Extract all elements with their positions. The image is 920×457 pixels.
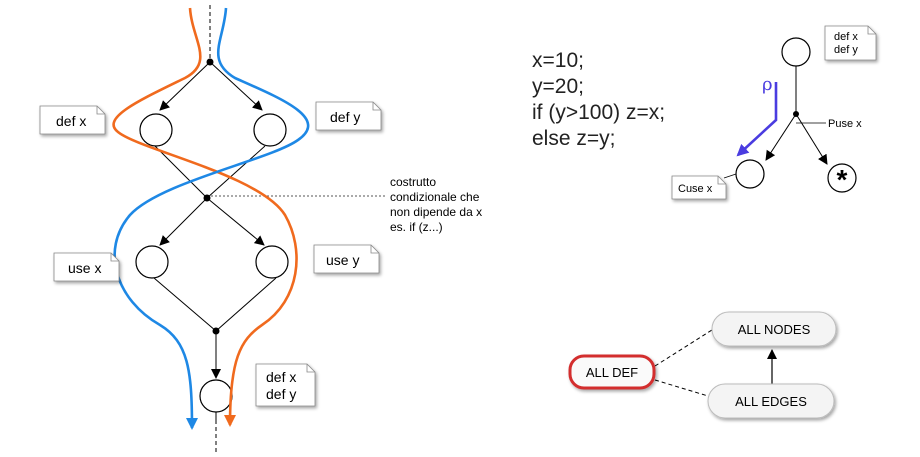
annotation-line-3: non dipende da x bbox=[390, 205, 483, 219]
note-right-def-y: def y bbox=[834, 44, 858, 56]
node-use-y bbox=[255, 245, 289, 279]
code-line-2: y=20; bbox=[532, 75, 584, 98]
right-node-star bbox=[827, 163, 857, 193]
note-def-y-text: def y bbox=[330, 109, 360, 125]
note-final-def-x-text: def x bbox=[266, 369, 296, 385]
edge-defx-merge bbox=[154, 145, 208, 199]
split-dot-2 bbox=[203, 194, 211, 202]
note-def-y bbox=[315, 101, 382, 131]
code-snippet: x=10; y=20; if (y>100) z=x; else z=y; bbox=[532, 48, 665, 152]
left-flow-graph: def x def y use x use y def x def y bbox=[39, 5, 385, 455]
annotation-line-1: costrutto bbox=[390, 175, 437, 189]
orange-path bbox=[112, 7, 298, 427]
note-def-x bbox=[39, 105, 106, 135]
node-def-x bbox=[139, 113, 173, 147]
rho-path bbox=[736, 82, 778, 157]
node-final-def bbox=[199, 379, 233, 413]
note-def-x-text: def x bbox=[56, 113, 86, 129]
code-line-1: x=10; bbox=[532, 49, 584, 72]
box-all-def bbox=[568, 354, 656, 390]
merge-dot bbox=[212, 327, 220, 335]
note-use-x bbox=[53, 252, 120, 282]
star-glyph: * bbox=[837, 164, 848, 195]
box-all-edges bbox=[707, 383, 835, 419]
dash-def-edges bbox=[654, 379, 709, 397]
cuse-label: Cuse x bbox=[678, 183, 713, 195]
all-nodes-label: ALL NODES bbox=[738, 322, 811, 337]
edge-split1-left bbox=[159, 61, 211, 111]
note-final-def bbox=[255, 363, 316, 407]
edge-usey-merge bbox=[215, 277, 277, 332]
note-use-x-text: use x bbox=[68, 260, 101, 276]
edge-branch-star bbox=[795, 113, 828, 165]
edge-split2-left bbox=[159, 197, 208, 246]
node-def-y bbox=[253, 113, 287, 147]
edge-branch-cuse bbox=[765, 113, 797, 161]
note-final-def-y-text: def y bbox=[266, 386, 296, 402]
conditional-annotation: costrutto condizionale che non dipende d… bbox=[390, 175, 482, 235]
code-line-3: if (y>100) z=x; bbox=[532, 101, 666, 124]
edge-defy-merge bbox=[206, 145, 266, 199]
note-use-y bbox=[313, 244, 380, 274]
split-dot-1 bbox=[206, 58, 214, 66]
note-use-y-text: use y bbox=[326, 252, 359, 268]
node-use-x bbox=[135, 245, 169, 279]
rho-label: ρ bbox=[762, 74, 773, 95]
annotation-line-4: es. if (z...) bbox=[390, 220, 443, 234]
right-branch-dot bbox=[793, 111, 799, 117]
all-def-label: ALL DEF bbox=[586, 365, 638, 380]
edge-split2-right bbox=[206, 197, 265, 246]
code-line-4: else z=y; bbox=[532, 127, 616, 150]
note-right-def-x: def x bbox=[834, 31, 858, 43]
blue-path bbox=[113, 7, 310, 430]
dash-def-nodes bbox=[654, 329, 713, 367]
edge-usex-merge bbox=[153, 277, 217, 332]
puse-label: Puse x bbox=[828, 118, 862, 130]
right-node-cuse bbox=[735, 159, 765, 189]
cuse-leader-line bbox=[723, 173, 737, 179]
annotation-line-2: condizionale che bbox=[390, 190, 480, 204]
all-edges-label: ALL EDGES bbox=[735, 394, 807, 409]
edge-split1-right bbox=[209, 61, 263, 111]
note-cuse bbox=[671, 175, 727, 200]
right-node-top bbox=[781, 37, 811, 67]
note-right-def bbox=[824, 25, 877, 61]
right-flow-graph: ρ * Puse x def x def y Cuse x bbox=[671, 25, 877, 200]
coverage-hierarchy: ALL NODES ALL EDGES ALL DEF bbox=[568, 311, 837, 419]
box-all-nodes bbox=[711, 311, 837, 347]
